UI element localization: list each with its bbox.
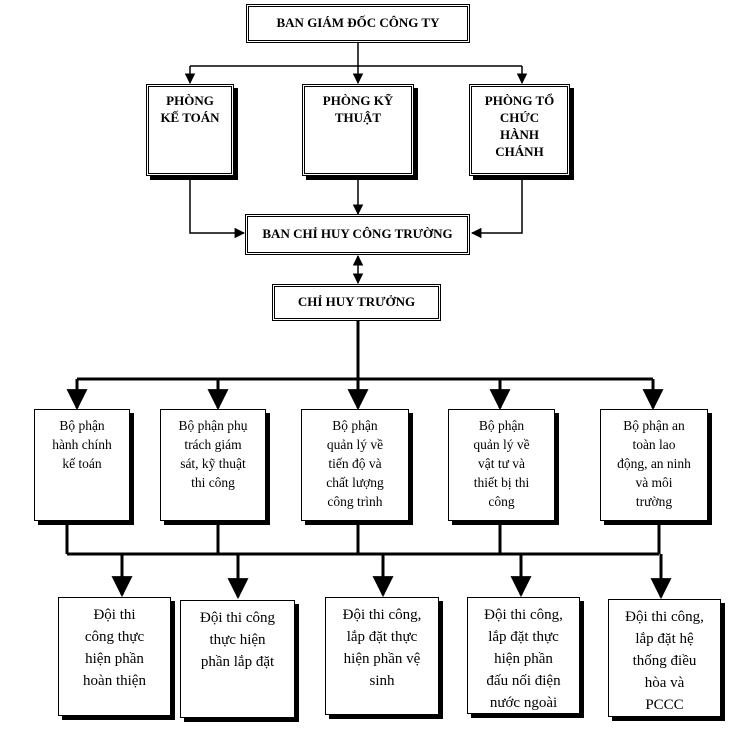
site-chief-label: CHỈ HUY TRƯỞNG: [297, 294, 416, 310]
section-materials-label: Bộ phận quản lý về vật tư và thiết bị th…: [473, 418, 530, 509]
section-materials-box: Bộ phận quản lý về vật tư và thiết bị th…: [448, 409, 555, 521]
site-chief-box: CHỈ HUY TRƯỞNG: [272, 284, 441, 321]
team-installation-label: Đội thi công thực hiện phần lắp đặt: [200, 610, 275, 670]
section-safety-box: Bộ phận an toàn lao động, an ninh và môi…: [600, 409, 708, 521]
team-installation-box: Đội thi công thực hiện phần lắp đặt: [180, 600, 295, 718]
section-supervision-label: Bộ phận phụ trách giám sát, kỹ thuật thi…: [178, 418, 248, 490]
team-finishing-label: Đội thi công thực hiện phần hoàn thiện: [83, 607, 146, 689]
dept-admin-box: PHÒNG TỔ CHỨC HÀNH CHÁNH: [469, 84, 570, 176]
team-hvac-fire-box: Đội thi công, lắp đặt hệ thống điều hòa …: [608, 599, 721, 717]
section-supervision-box: Bộ phận phụ trách giám sát, kỹ thuật thi…: [160, 409, 266, 521]
section-admin-accounting-box: Bộ phận hành chính kế toán: [34, 409, 130, 521]
team-finishing-box: Đội thi công thực hiện phần hoàn thiện: [58, 597, 171, 716]
dept-accounting-label: PHÒNG KẾ TOÁN: [160, 93, 220, 125]
team-hvac-fire-label: Đội thi công, lắp đặt hệ thống điều hòa …: [625, 609, 704, 713]
dept-admin-label: PHÒNG TỔ CHỨC HÀNH CHÁNH: [484, 93, 555, 159]
dept-technical-label: PHÒNG KỸ THUẬT: [322, 93, 394, 125]
company-board-label: BAN GIÁM ĐỐC CÔNG TY: [276, 15, 440, 31]
section-progress-quality-label: Bộ phận quản lý về tiến độ và chất lượng…: [326, 418, 384, 509]
section-safety-label: Bộ phận an toàn lao động, an ninh và môi…: [617, 418, 691, 509]
command-board-label: BAN CHỈ HUY CÔNG TRƯỜNG: [262, 226, 453, 242]
team-sanitation-box: Đội thi công, lắp đặt thực hiện phần vệ …: [325, 597, 439, 715]
dept-accounting-box: PHÒNG KẾ TOÁN: [146, 84, 234, 176]
section-admin-accounting-label: Bộ phận hành chính kế toán: [52, 418, 112, 471]
company-board-box: BAN GIÁM ĐỐC CÔNG TY: [246, 4, 470, 43]
team-sanitation-label: Đội thi công, lắp đặt thực hiện phần vệ …: [342, 607, 422, 689]
team-utilities-box: Đội thi công, lắp đặt thực hiện phần đấu…: [467, 597, 580, 714]
dept-technical-box: PHÒNG KỸ THUẬT: [302, 84, 414, 176]
team-utilities-label: Đội thi công, lắp đặt thực hiện phần đấu…: [484, 607, 563, 711]
section-progress-quality-box: Bộ phận quản lý về tiến độ và chất lượng…: [301, 409, 409, 521]
command-board-box: BAN CHỈ HUY CÔNG TRƯỜNG: [245, 214, 470, 255]
